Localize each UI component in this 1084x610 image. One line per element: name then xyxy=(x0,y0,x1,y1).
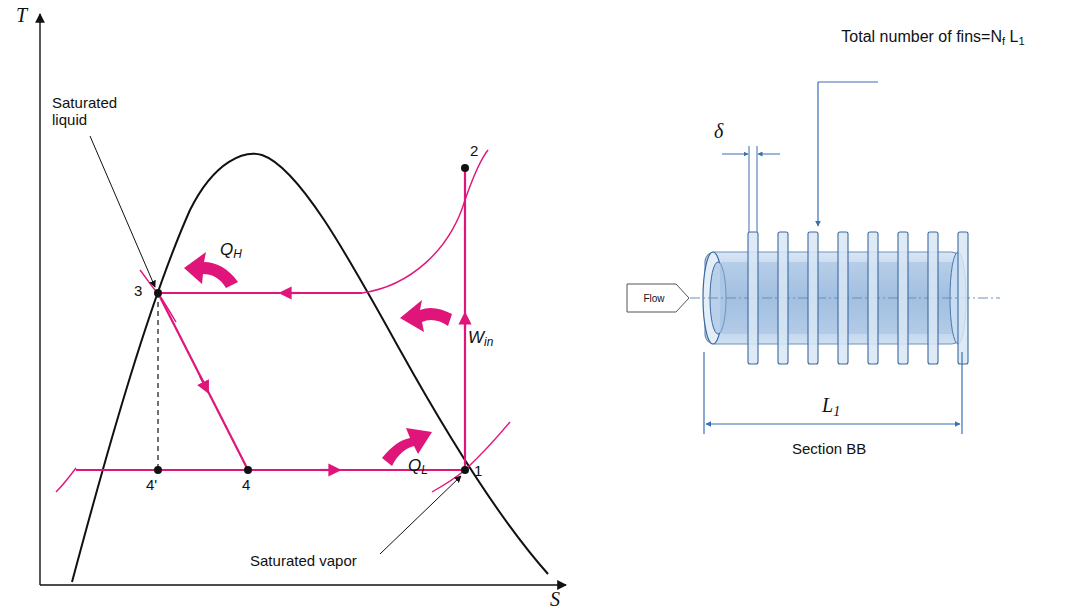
axes xyxy=(40,14,566,585)
dimension-label: L1 xyxy=(822,394,840,420)
fin-tube xyxy=(690,232,1000,364)
isobar-lines xyxy=(56,150,510,492)
fin xyxy=(838,232,848,364)
state-number: 4 xyxy=(242,476,250,493)
state-number: 2 xyxy=(470,142,478,159)
work-label: Win xyxy=(468,328,493,350)
callout-text: Total number of fins=Nf L1 xyxy=(838,28,1028,48)
fin xyxy=(748,232,758,364)
fin xyxy=(958,232,968,364)
fin xyxy=(808,232,818,364)
state-points xyxy=(154,164,469,474)
axis-label: S xyxy=(550,588,560,610)
axis-label: T xyxy=(16,4,27,27)
dashed-line xyxy=(157,293,158,470)
leader-line xyxy=(818,81,878,82)
annotation: Saturated liquid xyxy=(52,94,142,129)
heat-label: QH xyxy=(220,240,242,262)
state-number: 1 xyxy=(474,462,482,479)
dimension-label: δ xyxy=(714,120,723,143)
fin xyxy=(928,232,938,364)
flow-arrow-box: Flow xyxy=(626,283,690,313)
fin xyxy=(898,232,908,364)
fin xyxy=(868,232,878,364)
leader-line xyxy=(817,82,818,226)
saturation-dome xyxy=(72,154,548,582)
length-dimension xyxy=(704,352,962,434)
fin xyxy=(778,232,788,364)
heat-label: QL xyxy=(408,456,428,478)
state-number: 4' xyxy=(146,476,157,493)
node-text: Flow xyxy=(626,293,682,304)
state-number: 3 xyxy=(134,282,142,299)
energy-arrows xyxy=(184,252,452,466)
section-label: Section BB xyxy=(792,440,866,457)
fin-thickness-dimension xyxy=(722,146,780,232)
cycle-path xyxy=(76,168,465,470)
annotation: Saturated vapor xyxy=(250,552,357,569)
leader-lines xyxy=(90,136,461,554)
